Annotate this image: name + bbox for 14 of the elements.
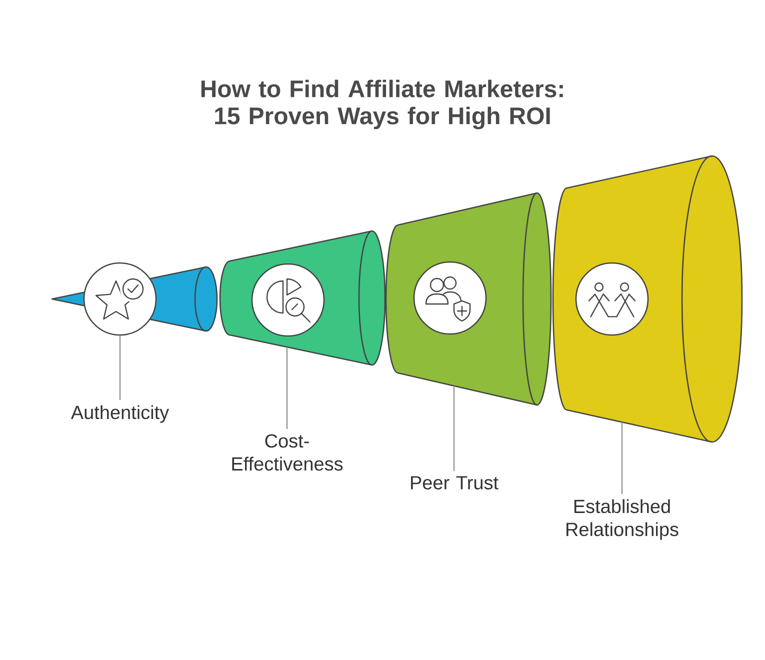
leader-line	[286, 347, 288, 429]
label: Peer Trust	[411, 476, 498, 490]
people-shield-icon	[413, 261, 487, 335]
leader-line	[119, 336, 121, 400]
label: Authenticity	[70, 405, 170, 423]
cone-segment	[552, 155, 743, 443]
leader-line	[621, 422, 623, 494]
leader-line	[453, 386, 455, 471]
two-people-icon	[575, 262, 649, 336]
star-check-icon	[83, 262, 157, 336]
title: How to Find Affiliate Marketers: 15 Proven Ways for High ROI	[201, 80, 563, 130]
pie-chart-search-icon	[251, 263, 325, 337]
label: Established Relationships	[566, 499, 678, 540]
label: Cost-Effectiveness	[232, 434, 343, 471]
